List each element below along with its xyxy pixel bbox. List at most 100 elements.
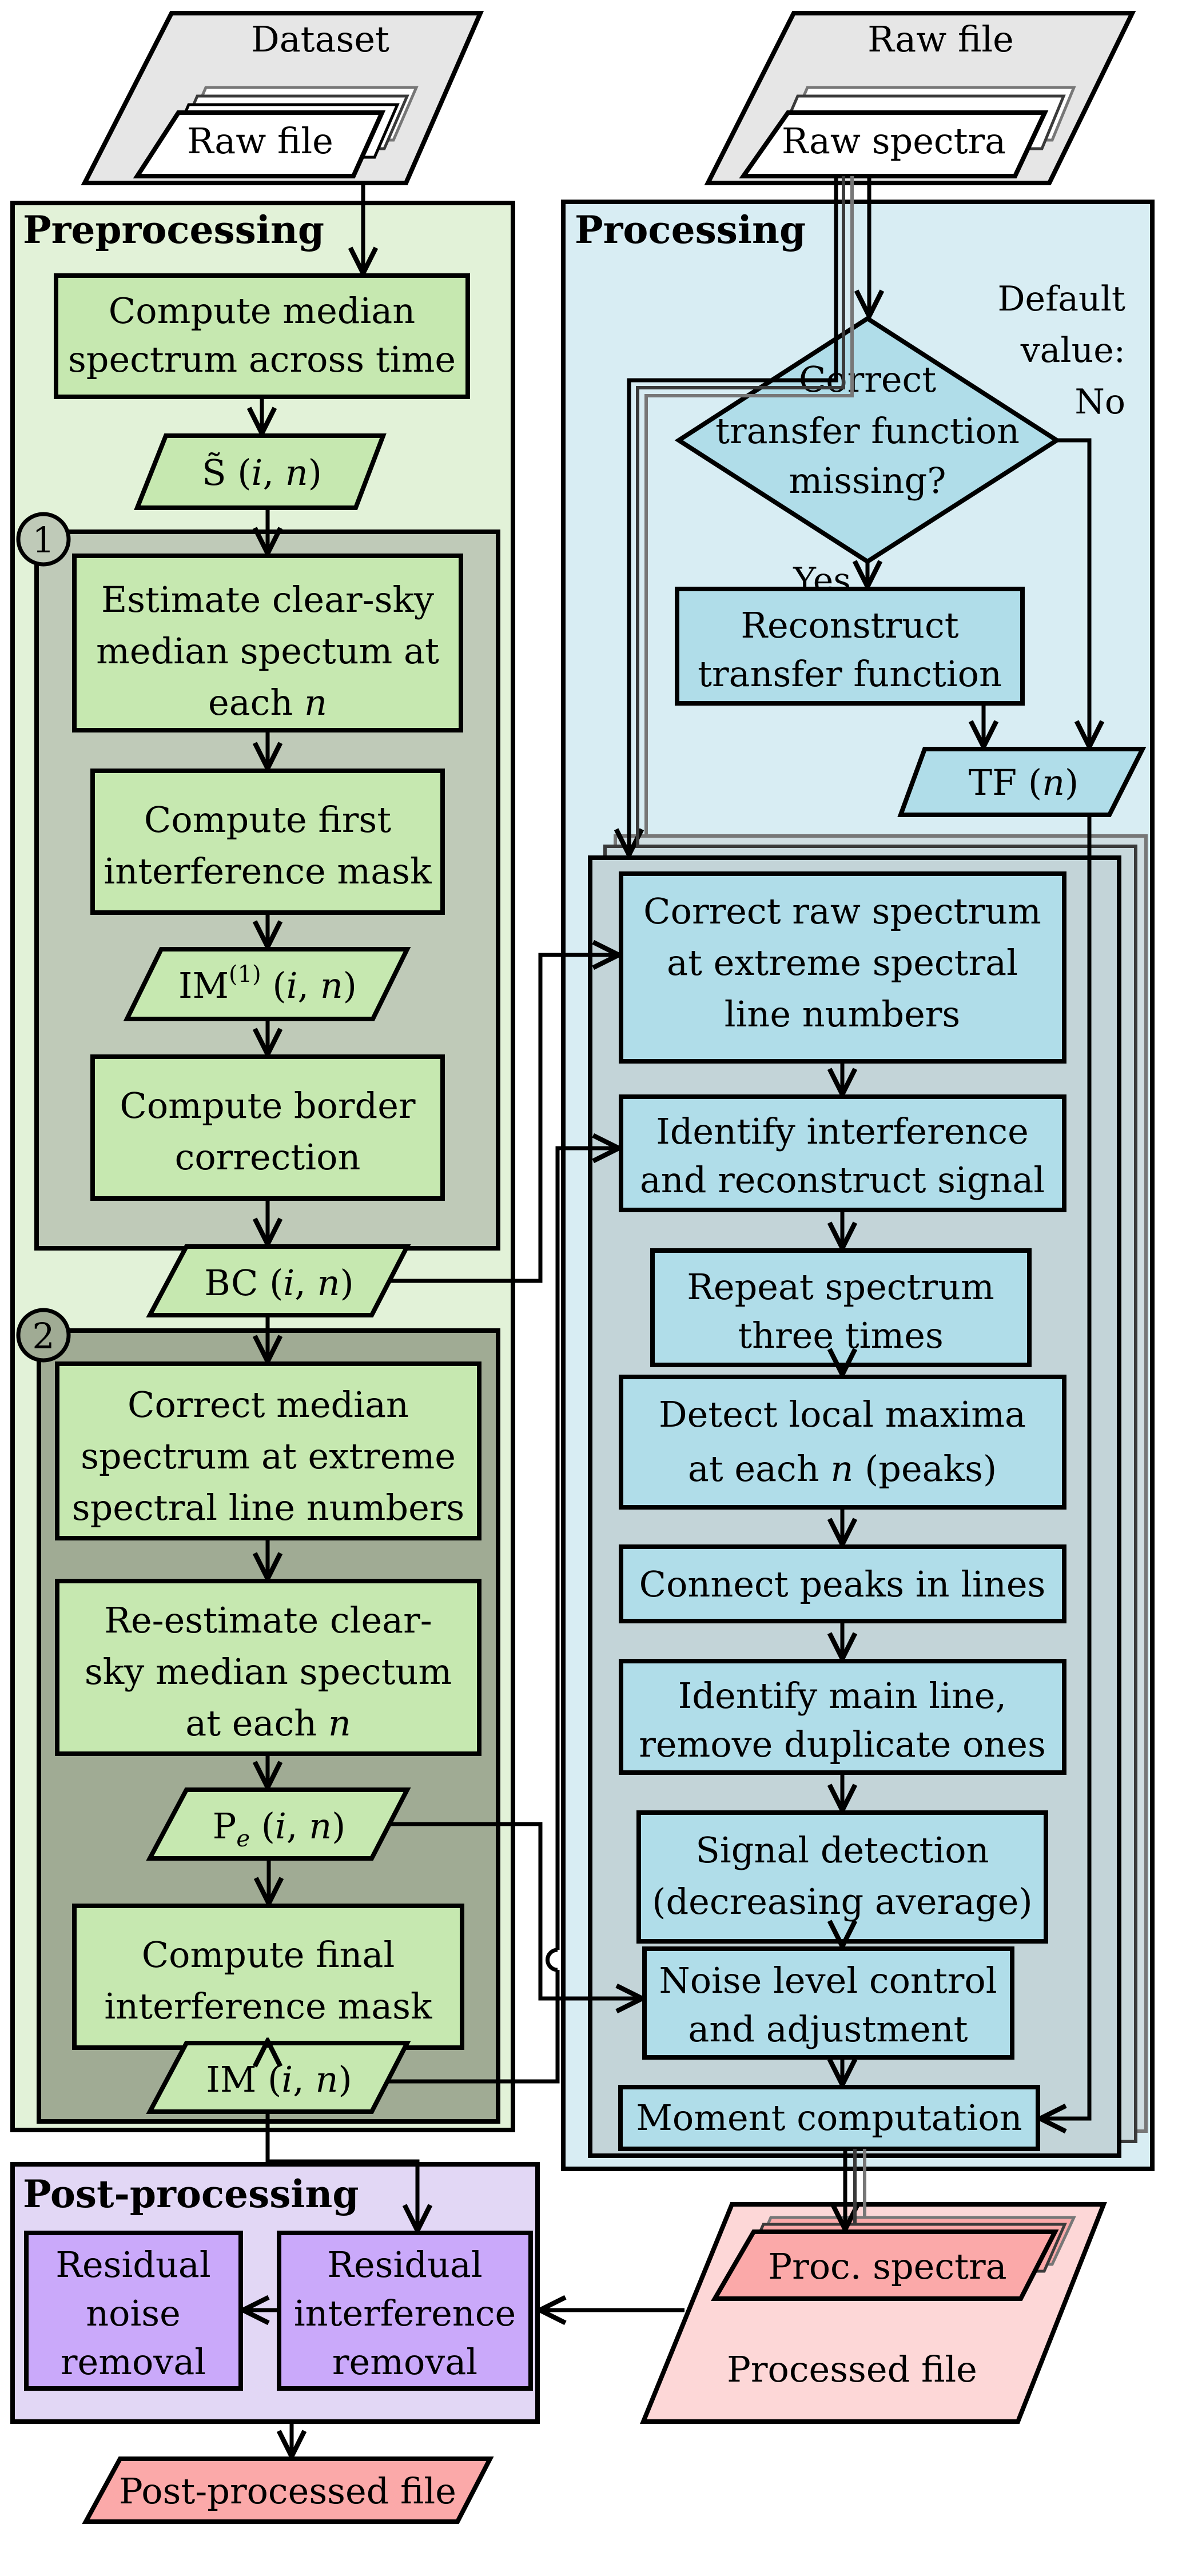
edge-pe-to-noise [389, 1822, 642, 1998]
edge-bc-to-correct-raw [389, 955, 619, 1283]
edge-raw-to-stack-2 [636, 176, 845, 846]
compute-median-label: spectrum across time [68, 339, 456, 380]
identify-interference-label: and reconstruct signal [640, 1159, 1045, 1201]
compute-first-mask-label: Compute first [144, 799, 391, 841]
postprocessed-file-label: Post-processed file [119, 2470, 456, 2512]
rawfile-title: Raw file [867, 18, 1014, 60]
dataset-title: Dataset [251, 18, 389, 60]
s-tilde-data-node[interactable] [134, 433, 387, 510]
bc-label: BC (i, n) [204, 1262, 353, 1304]
noise-level-label: Noise level control [659, 1960, 997, 2001]
default-value-note: No [1074, 382, 1125, 422]
compute-final-mask-label: Compute final [142, 1934, 395, 1976]
compute-border-correction-label: Compute border [120, 1085, 416, 1126]
identify-interference-label: Identify interference [656, 1110, 1029, 1152]
bc-data-node[interactable] [146, 1244, 411, 1317]
preprocessing-group: Preprocessing Compute median spectrum ac… [10, 201, 515, 2132]
compute-border-correction-label: correction [175, 1136, 361, 1178]
im1-label: IM(1) (i, n) [178, 961, 357, 1006]
im-label: IM (i, n) [206, 2059, 352, 2100]
compute-median-node[interactable] [54, 273, 470, 399]
decision-label: missing? [789, 460, 946, 501]
connect-peaks-label: Connect peaks in lines [639, 1563, 1046, 1605]
raw-file-inner [133, 110, 386, 178]
postprocessing-group: Post-processing Residual noise removal R… [10, 2162, 540, 2424]
postprocessed-file-output[interactable]: Post-processed file [82, 2456, 494, 2524]
processing-title: Processing [575, 208, 806, 252]
tf-label: TF (n) [969, 762, 1078, 803]
reconstruct-tf-label: Reconstruct [741, 604, 958, 646]
stage1-badge [16, 512, 71, 567]
correct-median-label: spectrum at extreme [81, 1435, 456, 1477]
correct-median-label: Correct median [128, 1384, 409, 1426]
im-data-node[interactable] [146, 2041, 411, 2114]
default-value-note: value: [1020, 331, 1125, 371]
correct-raw-spectrum-label: line numbers [725, 993, 960, 1035]
residual-interference-label: removal [332, 2341, 477, 2383]
repeat-spectrum-node[interactable] [650, 1248, 1032, 1367]
raw-file-label: Raw file [187, 120, 333, 162]
reestimate-clear-sky-label: at each n [185, 1702, 351, 1744]
compute-border-correction-node[interactable] [90, 1054, 445, 1201]
estimate-clear-sky-label: each n [208, 682, 327, 723]
detect-local-maxima-label: at each n (peaks) [688, 1448, 997, 1490]
s-tilde-label: S̃ (i, n) [202, 452, 322, 493]
correct-median-label: spectral line numbers [72, 1487, 464, 1528]
pe-label: Pe (i, n) [213, 1805, 346, 1852]
edge-raw-to-stack [629, 176, 838, 855]
edge-tf-to-moment [1040, 815, 1092, 2119]
residual-interference-label: interference [294, 2292, 516, 2334]
proc-spectra-label: Proc. spectra [768, 2245, 1006, 2287]
tf-data-node[interactable] [897, 747, 1147, 817]
edge-im-to-residual-interf [265, 2112, 417, 2231]
connect-peaks-node[interactable] [619, 1544, 1066, 1623]
compute-first-mask-node[interactable] [90, 769, 445, 915]
edge-im-hop [546, 1948, 558, 1972]
compute-median-label: Compute median [109, 290, 415, 332]
reestimate-clear-sky-node[interactable] [55, 1579, 481, 1756]
detect-local-maxima-label: Detect local maxima [659, 1393, 1026, 1435]
raw-spectra-label: Raw spectra [782, 120, 1006, 162]
dataset-input[interactable]: Dataset Raw file [81, 11, 484, 185]
processing-group: Processing Default value: No Correct tra… [561, 200, 1155, 2171]
reconstruct-tf-node[interactable] [675, 587, 1025, 706]
residual-noise-label: noise [86, 2292, 181, 2334]
stage2-badge [16, 1308, 71, 1363]
residual-interference-label: Residual [327, 2244, 482, 2286]
pe-data-node[interactable] [146, 1787, 411, 1861]
proc-spectra-inner [711, 2229, 1059, 2301]
signal-detection-label: (decreasing average) [652, 1881, 1032, 1922]
preprocessing-title: Preprocessing [23, 208, 324, 252]
residual-noise-label: removal [61, 2341, 206, 2383]
edge-raw-to-stack-3 [644, 176, 854, 836]
raw-spectra-inner [739, 110, 1049, 178]
edge-decision-no [1057, 438, 1089, 747]
estimate-clear-sky-label: Estimate clear-sky [101, 579, 434, 620]
reestimate-clear-sky-label: Re-estimate clear- [104, 1599, 432, 1641]
stage1-badge-number: 1 [32, 519, 54, 561]
repeat-spectrum-label: three times [738, 1315, 944, 1356]
rawfile-input[interactable]: Raw file Raw spectra [704, 11, 1136, 185]
default-value-note: Default [997, 279, 1125, 319]
residual-noise-label: Residual [55, 2244, 210, 2286]
processed-file-output[interactable]: Proc. spectra Processed file [640, 2202, 1107, 2424]
postprocessed-file-shape [82, 2456, 494, 2524]
postprocessing-title: Post-processing [23, 2172, 359, 2216]
moment-computation-label: Moment computation [636, 2097, 1022, 2139]
residual-interference-node[interactable] [277, 2231, 533, 2391]
identify-main-line-node[interactable] [619, 1659, 1066, 1775]
reestimate-clear-sky-label: sky median spectum [85, 1651, 452, 1693]
identify-main-line-label: remove duplicate ones [639, 1723, 1046, 1765]
edge-im-to-identify [389, 1148, 619, 2084]
reconstruct-tf-label: transfer function [698, 653, 1002, 695]
repeat-spectrum-label: Repeat spectrum [687, 1266, 994, 1308]
correct-median-node[interactable] [55, 1361, 481, 1540]
identify-main-line-label: Identify main line, [678, 1675, 1006, 1717]
correct-raw-spectrum-label: at extreme spectral [667, 942, 1018, 984]
im1-data-node[interactable] [123, 947, 411, 1021]
stage2-badge-number: 2 [32, 1315, 54, 1357]
decision-label: transfer function [715, 410, 1020, 452]
signal-detection-label: Signal detection [695, 1829, 989, 1871]
moment-computation-node[interactable] [618, 2085, 1040, 2151]
